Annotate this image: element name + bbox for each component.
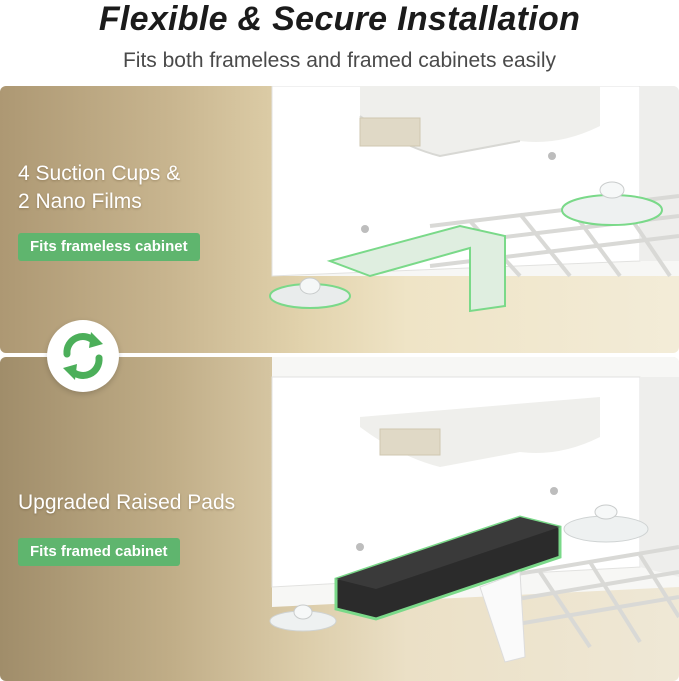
frameless-badge: Fits frameless cabinet [18, 233, 200, 261]
framed-cabinet-illustration [269, 357, 679, 663]
header: Flexible & Secure Installation Fits both… [0, 0, 679, 86]
page-subtitle: Fits both frameless and framed cabinets … [122, 49, 557, 72]
framed-label: Upgraded Raised Pads [18, 491, 236, 514]
frameless-cabinet-illustration [269, 86, 679, 313]
framed-badge: Fits framed cabinet [18, 538, 180, 566]
swap-arrows-icon [47, 320, 119, 392]
framed-panel: Upgraded Raised Pads Fits framed cabinet [0, 357, 679, 681]
frameless-label-line2: 2 Nano Films [18, 190, 142, 213]
frameless-label-line1: 4 Suction Cups & [18, 162, 181, 185]
page-title: Flexible & Secure Installation [98, 0, 581, 38]
frameless-panel: 4 Suction Cups & 2 Nano Films Fits frame… [0, 86, 679, 353]
